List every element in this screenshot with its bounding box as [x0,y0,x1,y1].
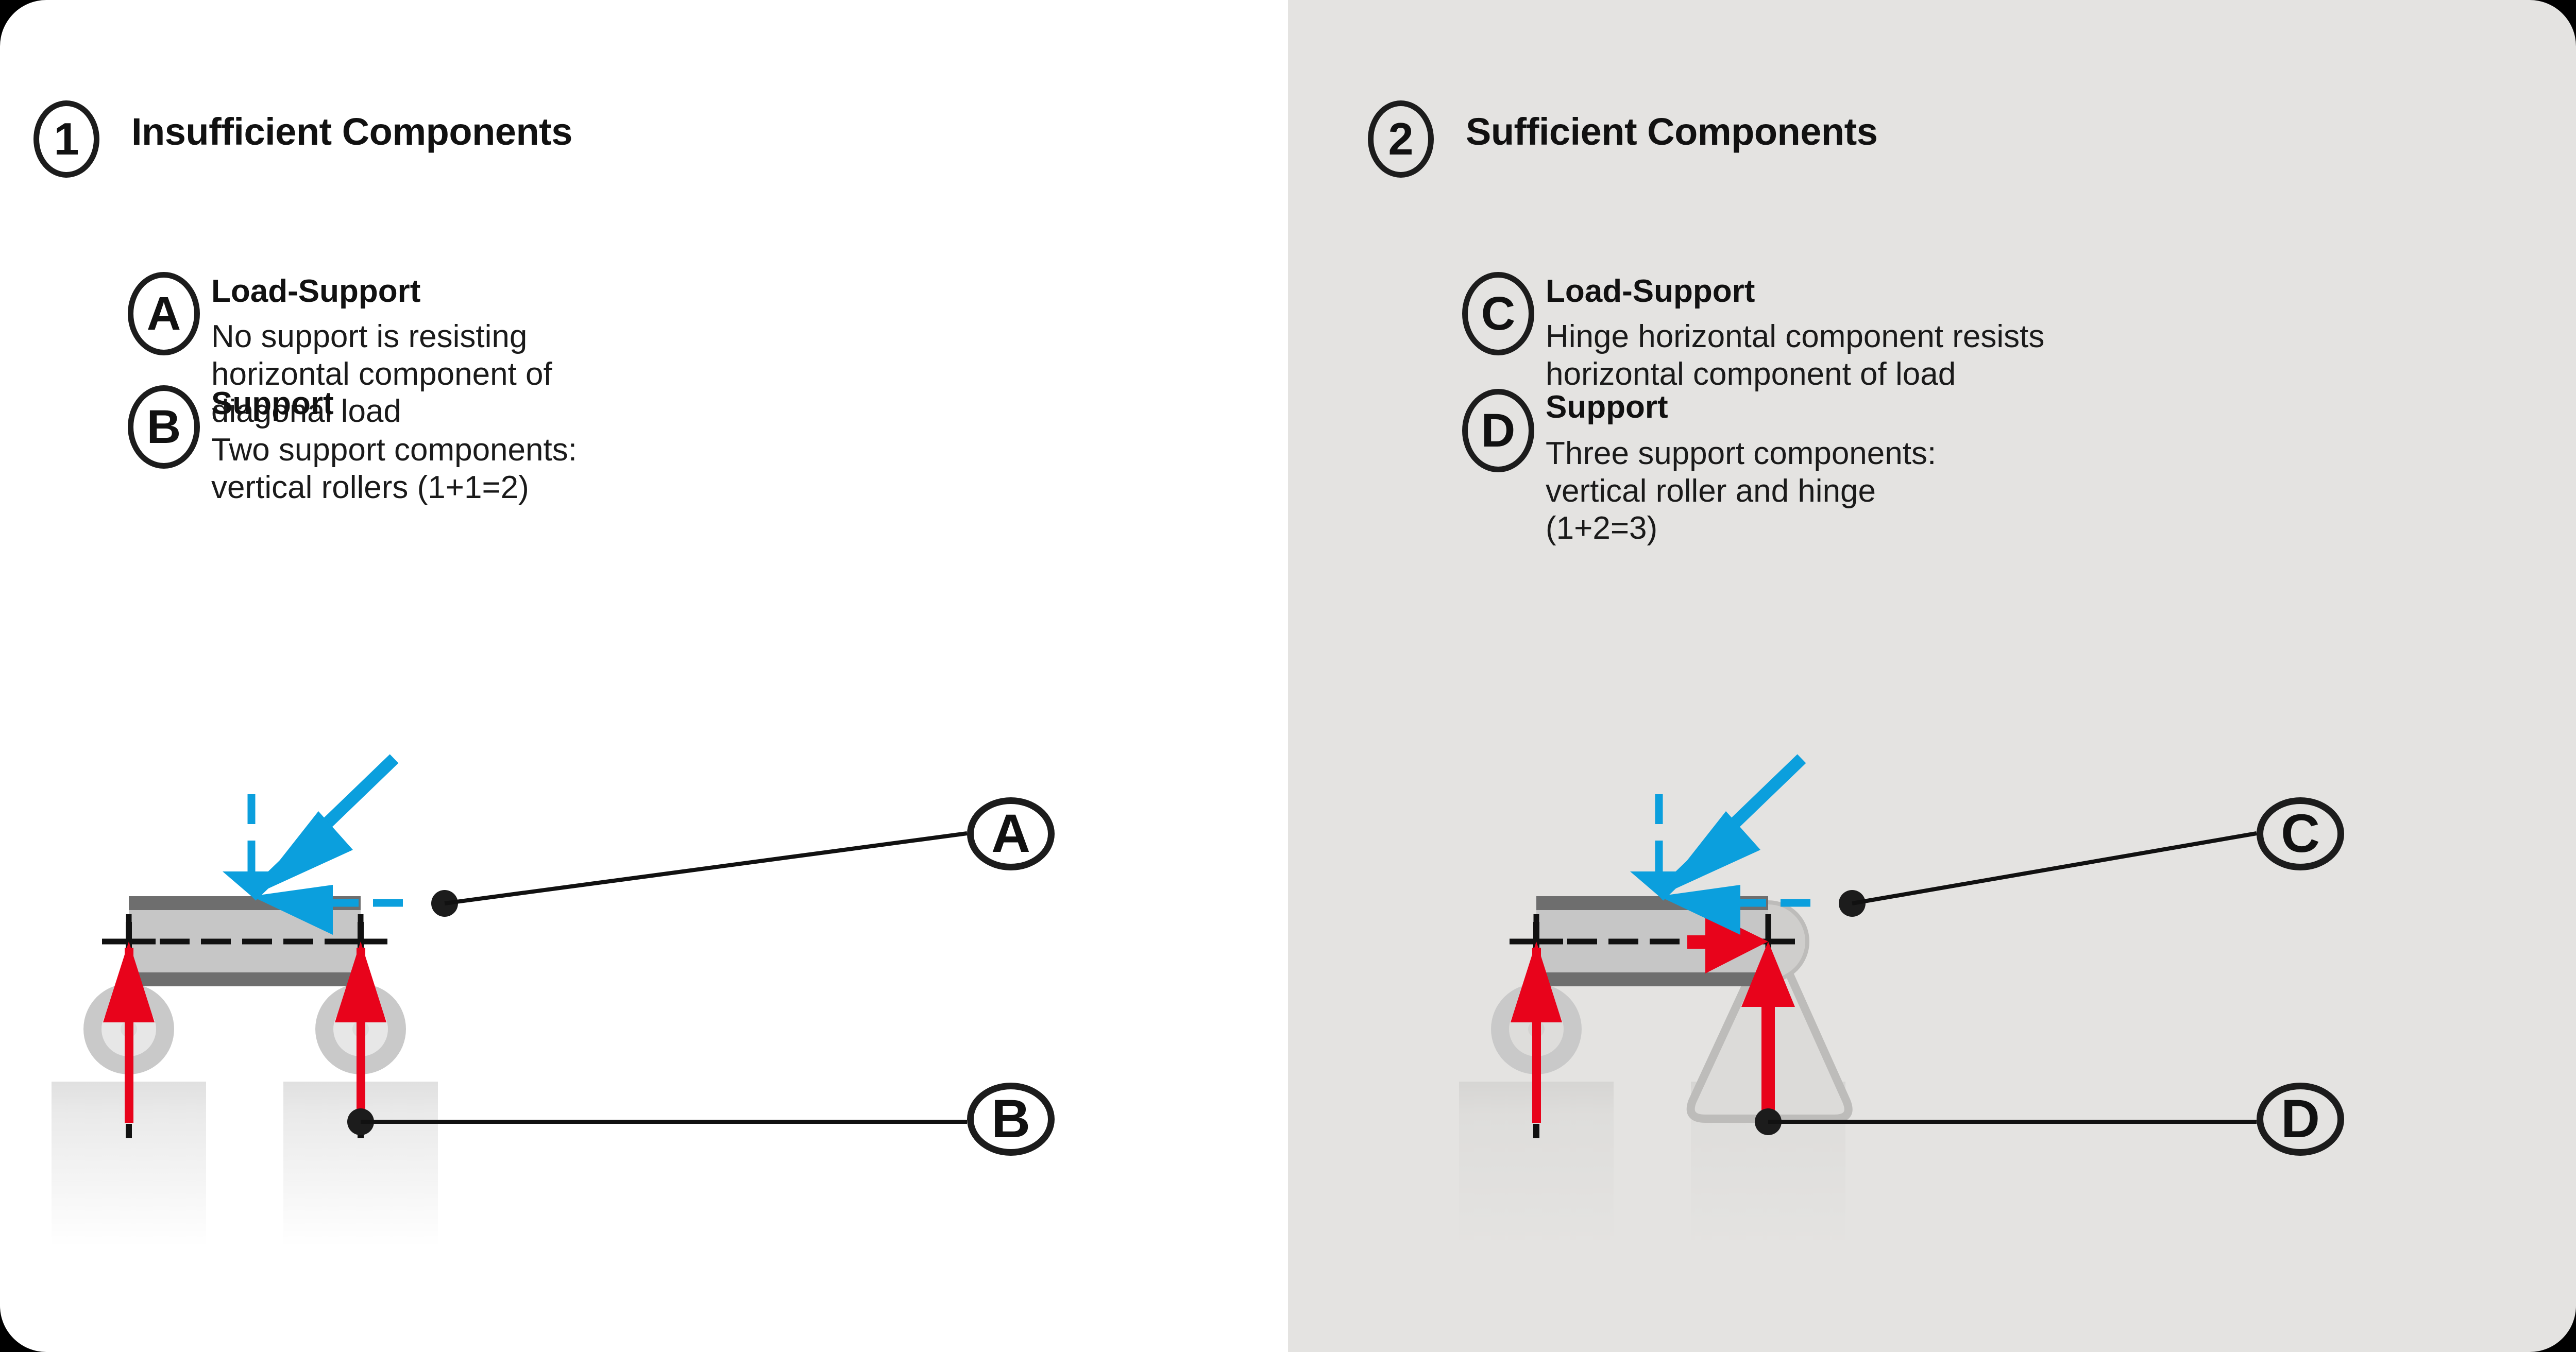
callout-badge-c: C [2257,797,2344,870]
beam-bottom-flange [129,972,361,986]
panel-title-2: Sufficient Components [1466,110,1878,153]
item-title-d: Support [1546,389,1668,425]
item-badge-d-label: D [1481,404,1516,457]
load-diagonal-arrowhead [251,811,353,896]
panel-number-label-2: 2 [1388,113,1414,164]
callout-leader-c [1852,831,2257,905]
reaction-arrow-vertical-hinge [1741,942,1795,1128]
reaction-arrow-horizontal-hinge [1687,911,1768,973]
panel-number-badge-2: 2 [1368,100,1434,178]
beam-bottom-flange-2 [1536,972,1768,986]
load-vertical-wedge [234,872,268,896]
structural-diagram-sufficient [1459,754,2257,1246]
load-arrows [223,754,403,935]
item-body-b: Two support components: vertical rollers… [211,432,577,505]
load-horizontal-arrowhead [251,885,333,935]
callout-leader-a [444,831,968,905]
load-horizontal-arrowhead-2 [1659,885,1740,935]
callout-badge-a-label: A [991,803,1030,864]
load-diagonal-arrowhead-2 [1659,811,1760,896]
item-title-b: Support [211,386,334,421]
item-badge-a: A [128,272,200,355]
callout-badge-b-label: B [991,1089,1030,1149]
callout-badge-c-label: C [2281,803,2320,864]
item-title-c: Load-Support [1546,273,1755,309]
item-badge-c: C [1462,272,1534,355]
item-badge-a-label: A [146,287,181,340]
callout-badge-d: D [2257,1083,2344,1156]
item-title-a: Load-Support [211,273,421,309]
panel-title-1: Insufficient Components [131,110,572,153]
item-body-d: Three support components: vertical rolle… [1546,436,1937,546]
item-badge-b-label: B [146,400,181,453]
load-vertical-wedge-2 [1642,872,1676,896]
reaction-arrow-right [335,942,386,1123]
panel-insufficient: 1 Insufficient Components A Load-Support… [0,0,1288,1352]
callout-badge-a: A [967,797,1055,870]
callout-badge-d-label: D [2281,1089,2320,1149]
panel-number-badge-1: 1 [33,100,99,178]
structural-diagram-insufficient [52,754,968,1246]
reaction-arrow-vertical-roller [1511,942,1562,1123]
item-body-c: Hinge horizontal component resists horiz… [1546,319,2045,392]
panel-sufficient: 2 Sufficient Components C Load-Support H… [1288,0,2576,1352]
load-arrows-2 [1630,754,1810,935]
item-badge-d: D [1462,389,1534,472]
panel-number-label: 1 [54,113,79,164]
item-badge-c-label: C [1481,287,1516,340]
item-badge-b: B [128,385,200,469]
item-body-a: No support is resisting horizontal compo… [211,319,552,430]
reaction-arrow-left [103,942,155,1123]
callout-badge-b: B [967,1083,1055,1156]
